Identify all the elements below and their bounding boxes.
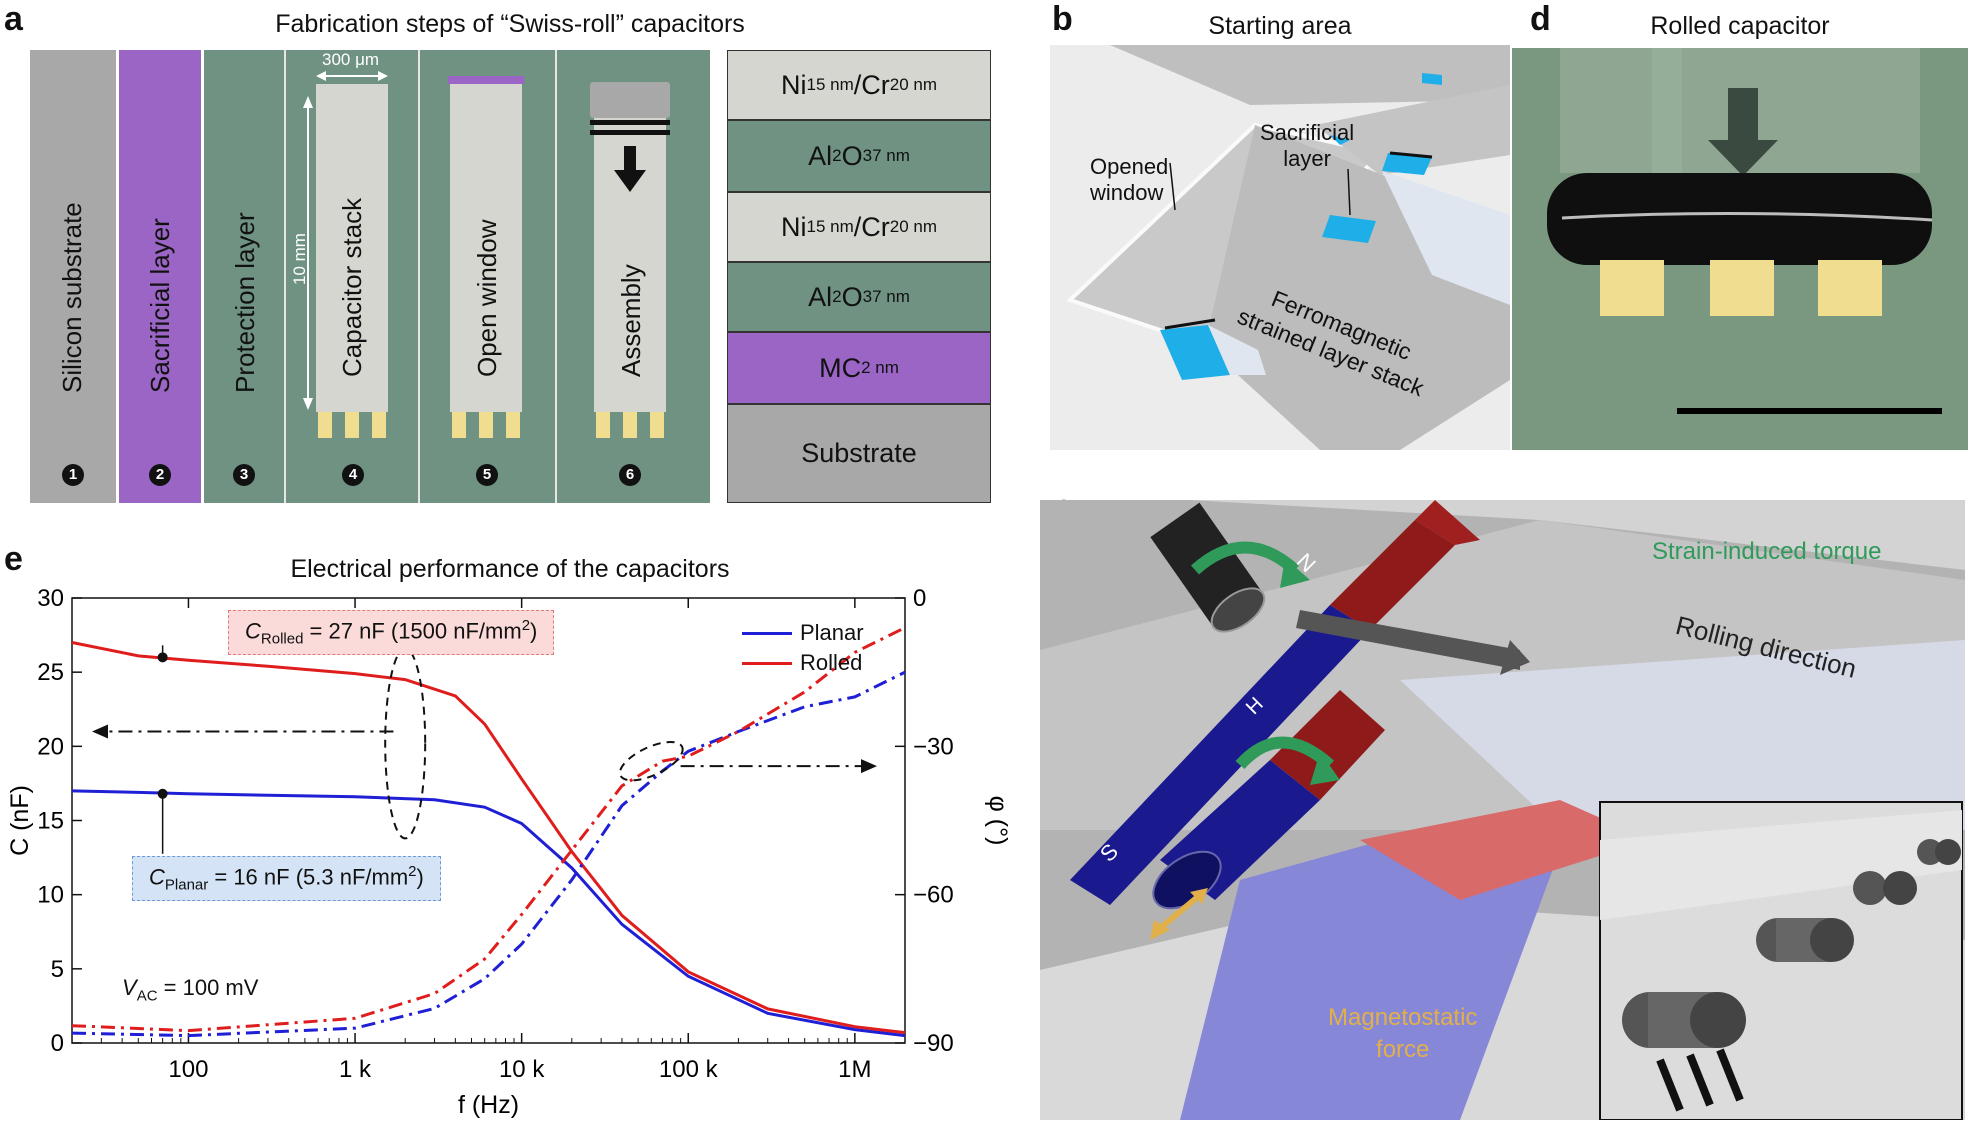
rolling-schematic bbox=[1040, 500, 1965, 1120]
width-label: 300 μm bbox=[322, 50, 380, 69]
panel-a-title: Fabrication steps of “Swiss-roll” capaci… bbox=[275, 10, 745, 38]
chart-title: Electrical performance of the capacitors bbox=[290, 555, 730, 583]
series-line-planar-capacitance bbox=[71, 789, 906, 1038]
step-label-6: Assembly bbox=[616, 264, 646, 377]
step-number-5: 5 bbox=[476, 464, 498, 486]
step-number-1: 1 bbox=[62, 464, 84, 486]
panel-d-letter: d bbox=[1530, 0, 1551, 38]
y2-tick-label: −90 bbox=[913, 1030, 954, 1057]
vac-annotation: VAC = 100 mV bbox=[122, 975, 259, 1005]
strain-torque-label: Strain-induced torque bbox=[1652, 538, 1882, 565]
y-tick-label: 10 bbox=[37, 882, 64, 909]
open-window-shape bbox=[450, 84, 522, 412]
legend-entry-rolled: Rolled bbox=[742, 648, 902, 678]
strip-sacrificial bbox=[119, 50, 201, 503]
right-axis-arrowhead bbox=[861, 759, 877, 774]
starting-area-photo bbox=[1050, 45, 1510, 450]
capacitor-stack-shape bbox=[316, 84, 388, 412]
y-tick-label: 25 bbox=[37, 659, 64, 686]
magnetostatic-force-label: Magnetostatic force bbox=[1328, 1004, 1478, 1063]
step-label-1: Silicon substrate bbox=[57, 202, 87, 393]
y2-axis-label: φ (°) bbox=[984, 796, 1010, 846]
panel-a-letter: a bbox=[4, 0, 23, 38]
x-tick-label: 1M bbox=[838, 1056, 871, 1083]
strip-silicon bbox=[30, 50, 116, 503]
y-tick-label: 20 bbox=[37, 733, 64, 760]
phase-grouping-ellipse bbox=[618, 740, 684, 782]
opened-window-label: Opened window bbox=[1090, 154, 1169, 205]
y2-tick-label: 0 bbox=[913, 585, 926, 612]
step-label-2: Sacrificial layer bbox=[145, 218, 175, 393]
step-label-3: Protection layer bbox=[230, 212, 260, 393]
rolled-part bbox=[590, 82, 670, 118]
y2-tick-label: −60 bbox=[913, 882, 954, 909]
dimension-arrows bbox=[303, 71, 388, 410]
panel-d-title: Rolled capacitor bbox=[1650, 12, 1830, 40]
left-axis-arrowhead bbox=[92, 724, 108, 739]
step-label-4: Capacitor stack bbox=[337, 197, 367, 377]
rolled-annotation: CRolled = 27 nF (1500 nF/mm2) bbox=[228, 610, 555, 655]
x-axis-label: f (Hz) bbox=[458, 1091, 519, 1119]
x-tick-label: 100 k bbox=[659, 1056, 719, 1083]
panel-b-title: Starting area bbox=[1208, 12, 1352, 40]
panel-e-letter: e bbox=[4, 540, 23, 578]
series-line-rolled-phase bbox=[71, 626, 906, 1033]
y-tick-label: 15 bbox=[37, 808, 64, 835]
window-opening bbox=[448, 76, 524, 84]
planar-annotation: CPlanar = 16 nF (5.3 nF/mm2) bbox=[132, 856, 441, 901]
step-number-3: 3 bbox=[233, 464, 255, 486]
rolled-capacitor-photo bbox=[1512, 48, 1968, 450]
step-number-6: 6 bbox=[619, 464, 641, 486]
series-line-planar-phase bbox=[71, 670, 906, 1038]
y-tick-label: 5 bbox=[51, 956, 64, 983]
y2-tick-label: −30 bbox=[913, 733, 954, 760]
x-tick-label: 100 bbox=[168, 1056, 208, 1083]
y-tick-label: 0 bbox=[51, 1030, 64, 1057]
step-number-4: 4 bbox=[342, 464, 364, 486]
legend-entry-planar: Planar bbox=[742, 618, 902, 648]
sacrificial-layer-label: Sacrificial layer bbox=[1260, 120, 1355, 171]
chart-legend: Planar Rolled bbox=[742, 618, 902, 678]
y-axis-label: C (nF) bbox=[6, 785, 34, 856]
y-tick-label: 30 bbox=[37, 585, 64, 612]
capacitance-phase-chart: 100 1 k 10 k 100 k 1M 0 5 10 15 20 25 30 −90 −60 −30 0 f… bbox=[6, 585, 1010, 1119]
assembly-down-arrow-icon bbox=[614, 146, 646, 192]
x-tick-label: 10 k bbox=[499, 1056, 545, 1083]
panel-b-letter: b bbox=[1052, 0, 1073, 38]
capacitance-grouping-ellipse bbox=[384, 647, 427, 840]
step-label-5: Open window bbox=[472, 219, 502, 377]
length-label: 10 mm bbox=[290, 233, 309, 285]
stack-layer-substrate: Substrate bbox=[727, 404, 991, 503]
planar-marker bbox=[157, 788, 168, 799]
step-number-2: 2 bbox=[149, 464, 171, 486]
x-tick-label: 1 k bbox=[339, 1056, 372, 1083]
